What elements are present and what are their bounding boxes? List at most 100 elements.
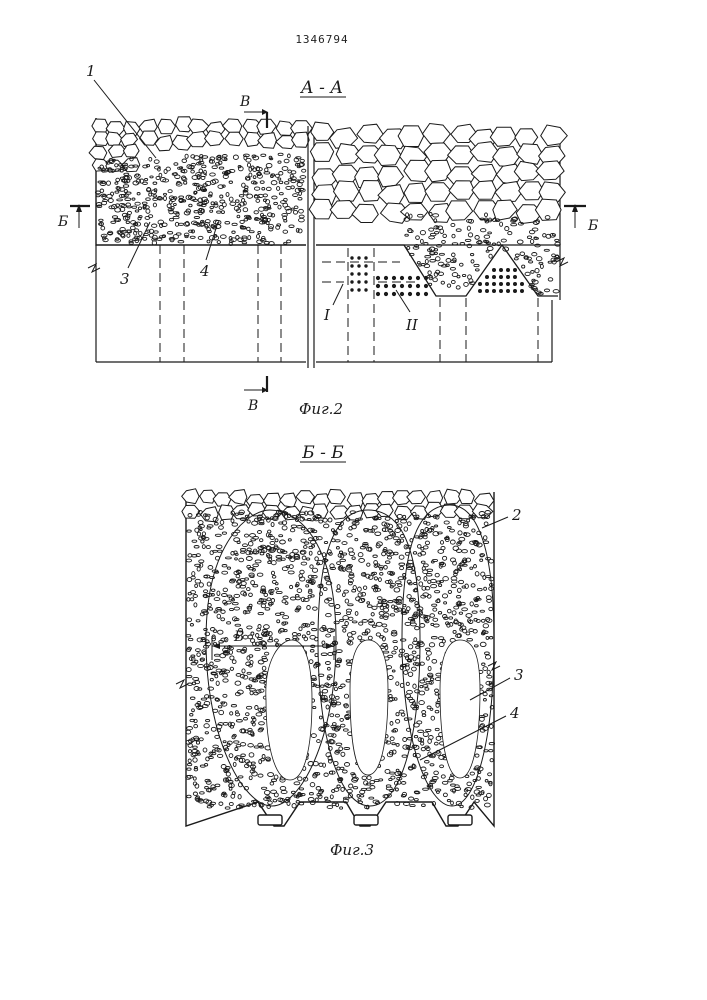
ore-particle bbox=[343, 729, 348, 731]
ore-particle bbox=[307, 606, 311, 610]
ore-particle bbox=[150, 176, 153, 178]
ore-particle bbox=[194, 217, 199, 219]
ore-particle bbox=[201, 698, 206, 700]
ore-particle bbox=[425, 256, 431, 258]
ore-particle bbox=[231, 794, 235, 798]
ore-particle bbox=[173, 216, 179, 218]
ore-particle bbox=[261, 604, 265, 608]
ore-particle bbox=[258, 638, 263, 640]
ore-particle bbox=[281, 201, 287, 204]
ore-particle bbox=[318, 795, 322, 799]
ore-particle bbox=[488, 232, 492, 234]
ore-particle bbox=[315, 557, 319, 561]
ore-particle bbox=[234, 741, 239, 743]
dot bbox=[424, 276, 428, 280]
fig2-callout-1: 1 bbox=[86, 62, 96, 80]
ore-particle bbox=[345, 622, 349, 626]
ore-particle bbox=[410, 623, 416, 626]
ore-particle bbox=[317, 740, 321, 743]
ore-particle bbox=[198, 664, 204, 667]
ore-particle bbox=[420, 680, 425, 683]
ore-particle bbox=[408, 660, 412, 662]
ore-particle bbox=[255, 560, 261, 563]
dot bbox=[478, 282, 482, 286]
ore-particle bbox=[341, 752, 345, 756]
ore-particle bbox=[439, 253, 444, 255]
ore-particle bbox=[223, 588, 227, 592]
ore-particle bbox=[200, 792, 205, 794]
ore-particle bbox=[271, 214, 275, 217]
ore-particle bbox=[116, 187, 119, 190]
ore-particle bbox=[432, 604, 437, 606]
ore-particle bbox=[448, 590, 451, 593]
ore-particle bbox=[306, 585, 309, 587]
ore-particle bbox=[477, 588, 482, 590]
ore-particle bbox=[396, 744, 399, 747]
ore-particle bbox=[194, 766, 197, 768]
ore-particle bbox=[211, 594, 214, 597]
ore-particle bbox=[488, 773, 492, 776]
fig3-break-mark-right bbox=[488, 662, 500, 670]
ore-particle bbox=[431, 637, 437, 639]
ore-particle bbox=[529, 261, 533, 263]
ore-particle bbox=[255, 706, 258, 710]
ore-particle bbox=[395, 529, 401, 533]
dot bbox=[416, 276, 420, 280]
ore-particle bbox=[210, 577, 215, 579]
ore-particle bbox=[206, 757, 210, 761]
fig3-callout-2: 2 bbox=[511, 506, 522, 524]
ore-particle bbox=[475, 754, 479, 757]
ore-particle bbox=[343, 629, 346, 632]
ore-particle bbox=[300, 570, 304, 574]
dot bbox=[499, 282, 503, 286]
ore-particle bbox=[268, 640, 273, 642]
ore-particle bbox=[257, 234, 260, 238]
boulder bbox=[296, 491, 315, 504]
ore-particle bbox=[287, 240, 291, 243]
ore-particle bbox=[135, 202, 140, 205]
ore-particle bbox=[414, 799, 418, 801]
ore-particle bbox=[367, 776, 371, 780]
ore-particle bbox=[279, 535, 283, 537]
ore-particle bbox=[396, 769, 399, 771]
ore-particle bbox=[337, 585, 340, 589]
boulder bbox=[424, 143, 452, 162]
ore-particle bbox=[407, 690, 413, 694]
ore-particle bbox=[443, 234, 447, 237]
ore-particle bbox=[483, 536, 487, 540]
ore-particle bbox=[369, 621, 375, 625]
ore-particle bbox=[153, 182, 157, 184]
ore-particle bbox=[471, 795, 474, 799]
fig2-callout-I: I bbox=[323, 306, 331, 324]
ore-particle bbox=[396, 682, 399, 686]
ore-particle bbox=[231, 519, 234, 523]
ore-particle bbox=[196, 649, 201, 652]
ore-particle bbox=[340, 724, 345, 727]
fig3-dimension: В bbox=[212, 629, 334, 660]
ore-particle bbox=[146, 198, 151, 201]
ore-particle bbox=[221, 618, 225, 621]
ore-particle bbox=[415, 245, 419, 248]
ore-particle bbox=[101, 226, 105, 230]
ore-particle bbox=[451, 801, 454, 805]
ore-particle bbox=[340, 807, 343, 809]
ore-particle bbox=[435, 573, 439, 577]
ore-particle bbox=[285, 602, 288, 605]
ore-particle bbox=[394, 698, 397, 701]
ore-particle bbox=[307, 631, 310, 634]
ore-particle bbox=[153, 198, 158, 200]
ore-particle bbox=[230, 202, 236, 205]
ore-particle bbox=[332, 803, 336, 806]
ore-particle bbox=[138, 207, 141, 210]
ore-particle bbox=[544, 249, 549, 251]
ore-particle bbox=[358, 593, 363, 597]
dot bbox=[350, 280, 353, 283]
ore-particle bbox=[460, 243, 465, 245]
ore-particle bbox=[429, 236, 435, 239]
ore-particle bbox=[249, 231, 254, 233]
ore-particle bbox=[316, 537, 322, 540]
ore-particle bbox=[453, 630, 456, 633]
ore-particle bbox=[281, 790, 287, 793]
ore-particle bbox=[360, 795, 363, 797]
ore-particle bbox=[426, 657, 429, 661]
